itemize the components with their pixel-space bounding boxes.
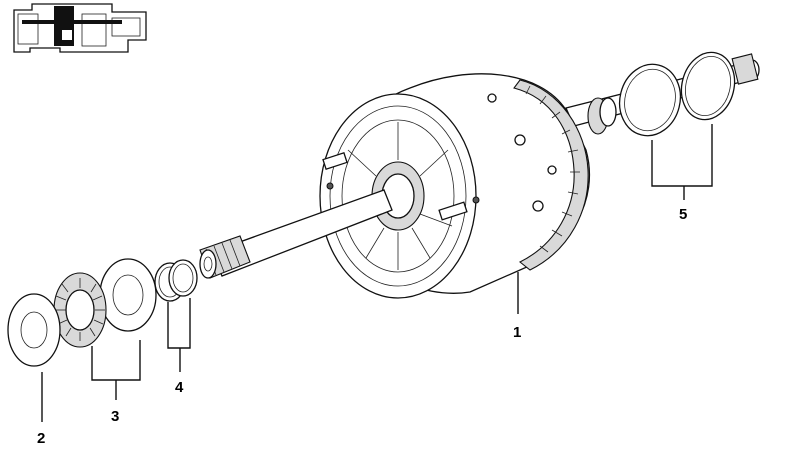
thrust-washer — [99, 258, 157, 332]
input-shaft — [199, 189, 393, 279]
leader-lines — [41, 124, 713, 422]
callout-2: 2 — [37, 430, 45, 447]
snap-ring-large — [618, 63, 682, 137]
callout-5: 5 — [679, 206, 687, 223]
snap-ring-small — [680, 51, 736, 121]
callout-4: 4 — [175, 379, 184, 396]
washer — [7, 293, 61, 367]
needle-bearing — [53, 272, 107, 348]
o-ring-rear — [168, 259, 198, 297]
callout-1: 1 — [513, 324, 521, 341]
locator-thumbnail — [13, 3, 147, 53]
clutch-drum-assembly — [319, 73, 591, 299]
callout-3: 3 — [111, 408, 119, 425]
